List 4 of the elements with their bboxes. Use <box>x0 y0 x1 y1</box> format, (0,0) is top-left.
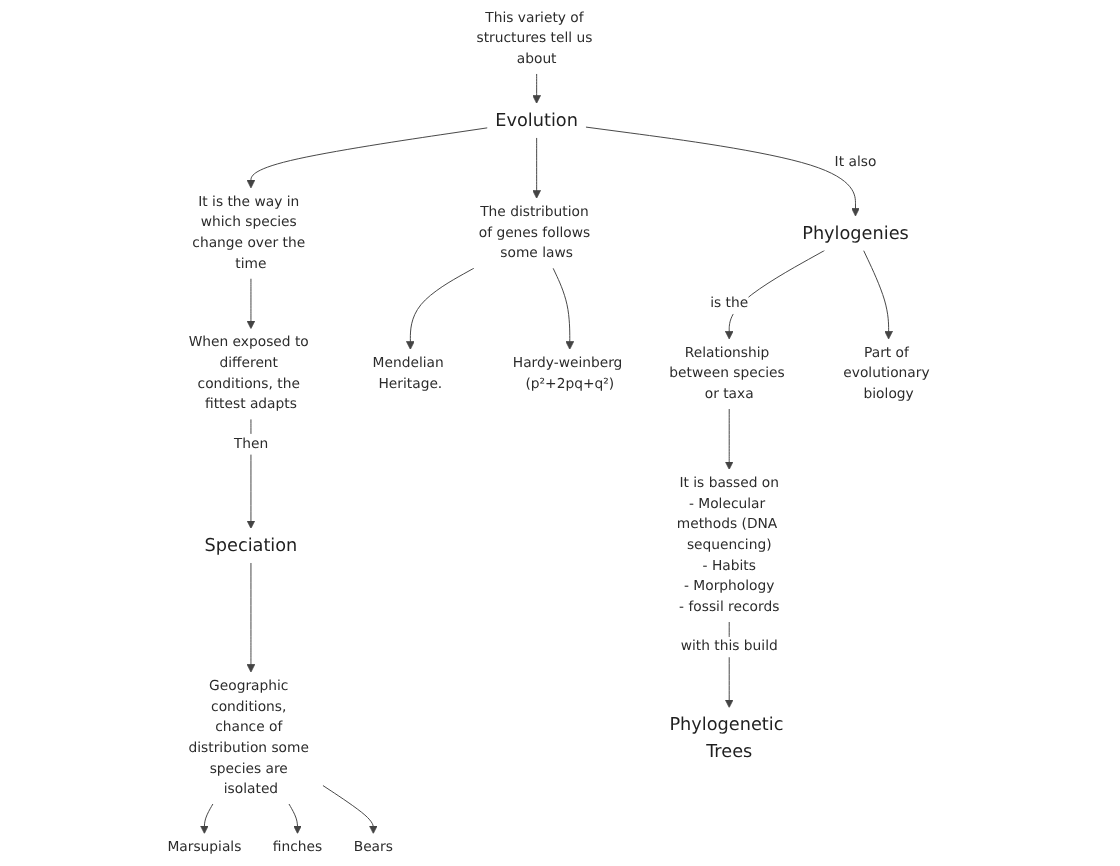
node-text: Speciation <box>204 535 298 557</box>
node-text: Phylogenetic Trees <box>669 714 784 762</box>
node-text: Phylogenies <box>802 222 909 244</box>
node-text: Evolution <box>495 110 578 131</box>
